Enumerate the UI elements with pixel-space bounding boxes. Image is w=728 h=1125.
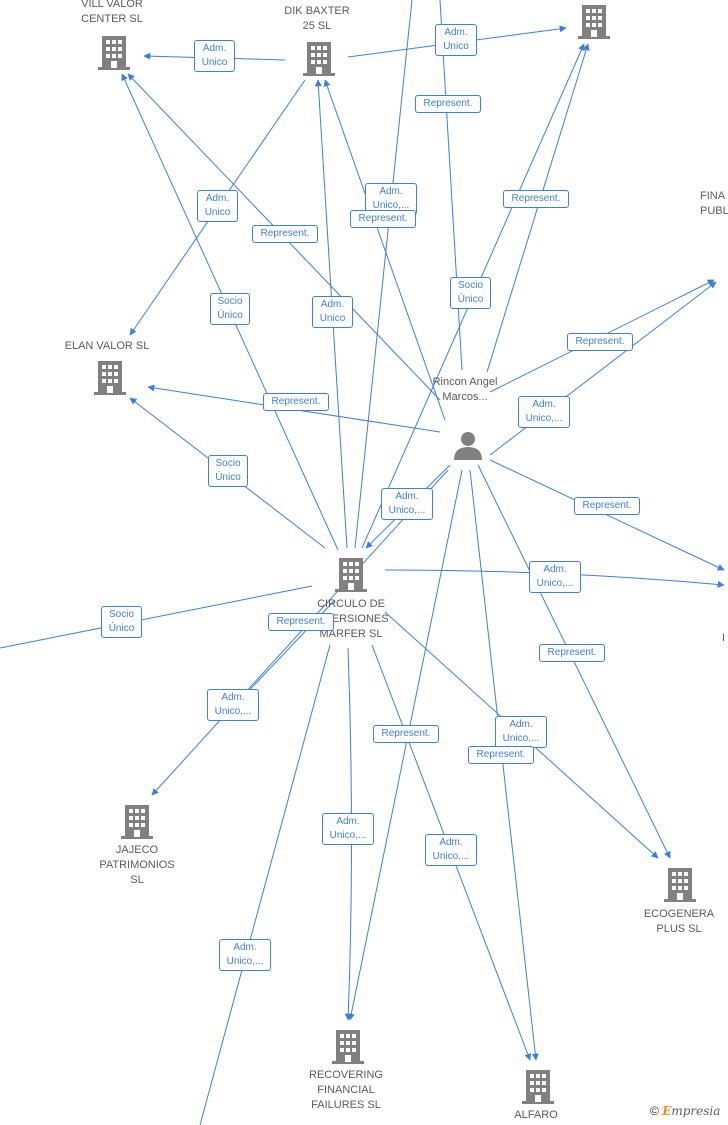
edge-label-4[interactable]: Represent.: [503, 190, 569, 208]
node-label-dik-baxter: DIK BAXTER 25 SL: [284, 5, 350, 32]
edge-label-2[interactable]: Adm. Unico: [435, 24, 477, 56]
building-icon-dik-baxter[interactable]: [303, 40, 335, 76]
node-label-ecogenera: ECOGENERA PLUS SL: [643, 908, 715, 935]
node-label-partial-i: I: [722, 632, 726, 644]
building-icon-ecogenera[interactable]: [664, 866, 696, 902]
edge-label-15[interactable]: Socio Único: [208, 455, 248, 487]
edge-label-8[interactable]: Represent.: [252, 225, 318, 243]
node-label-person: Rincon Angel Marcos...: [432, 376, 498, 403]
building-icon-vill-valor[interactable]: [98, 34, 130, 70]
edge-label-1[interactable]: Adm. Unico: [194, 40, 235, 72]
edge-person-to-jajeco: [151, 469, 449, 796]
person-icon[interactable]: [453, 430, 483, 460]
node-label-elan-valor: ELAN VALOR SL: [64, 340, 150, 352]
edge-label-23[interactable]: Adm. Unico,...: [207, 689, 259, 721]
edge-label-13[interactable]: Represent.: [263, 393, 329, 411]
edge-label-26[interactable]: Adm. Unico,...: [322, 813, 374, 845]
edge-label-7[interactable]: Adm. Unico: [197, 190, 238, 222]
building-icon-jajeco[interactable]: [121, 803, 153, 839]
building-icon-elan-valor[interactable]: [94, 359, 126, 395]
edge-label-3[interactable]: Represent.: [415, 95, 481, 113]
edge-person-to-fina-b: [489, 281, 717, 456]
building-icon-circulo[interactable]: [335, 556, 367, 592]
edge-person-to-recovering: [347, 469, 463, 1021]
edge-person-to-right-i: [489, 459, 725, 571]
brand-logo: Empresia: [662, 1104, 721, 1118]
edge-person-to-alfaro: [469, 469, 539, 1061]
edge-label-17[interactable]: Represent.: [574, 497, 640, 515]
edge-top-to-circulo-a: [354, 0, 413, 549]
node-label-recovering: RECOVERING FINANCIAL FAILURES SL: [309, 1069, 383, 1111]
edge-label-6[interactable]: Represent.: [350, 210, 416, 228]
edge-label-20[interactable]: Represent.: [268, 613, 334, 631]
edge-label-22[interactable]: Represent.: [373, 725, 439, 743]
edge-label-14[interactable]: Adm. Unico,...: [518, 396, 570, 428]
edge-label-18[interactable]: Adm. Unico,...: [529, 561, 581, 593]
edge-person-to-dik: [323, 79, 446, 421]
edge-label-27[interactable]: Adm. Unico,...: [425, 834, 477, 866]
edge-label-16[interactable]: Adm. Unico,...: [381, 488, 433, 520]
edge-label-19[interactable]: Socio Único: [101, 606, 142, 638]
node-label-jajeco: JAJECO PATRIMONIOS SL: [99, 844, 175, 886]
building-icon-recovering[interactable]: [332, 1028, 364, 1064]
edge-circulo-to-left: [0, 585, 313, 649]
edge-label-28[interactable]: Adm. Unico,...: [219, 939, 271, 971]
copyright-footer: © Empresia: [650, 1104, 720, 1118]
copyright-icon: ©: [650, 1104, 659, 1118]
node-label-alfaro: ALFARO: [514, 1109, 558, 1121]
building-icon-top-right[interactable]: [578, 3, 610, 39]
edge-circulo-to-bottom: [199, 644, 331, 1125]
edge-label-11[interactable]: Socio Único: [210, 293, 250, 325]
building-icon-alfaro[interactable]: [522, 1068, 554, 1104]
edge-label-12[interactable]: Represent.: [567, 333, 633, 351]
edge-label-25[interactable]: Represent.: [468, 746, 534, 764]
edge-label-21[interactable]: Represent.: [539, 644, 605, 662]
edge-person-to-topright-a: [486, 43, 590, 373]
edge-label-10[interactable]: Adm. Unico: [312, 296, 353, 328]
node-label-fina: FINA PUBL: [700, 190, 728, 217]
edge-label-24[interactable]: Adm. Unico,...: [495, 716, 547, 748]
edge-label-5[interactable]: Adm. Unico,...: [365, 183, 417, 215]
edge-label-9[interactable]: Socio Único: [450, 277, 491, 309]
node-label-vill-valor: VILL VALOR CENTER SL: [81, 0, 143, 25]
